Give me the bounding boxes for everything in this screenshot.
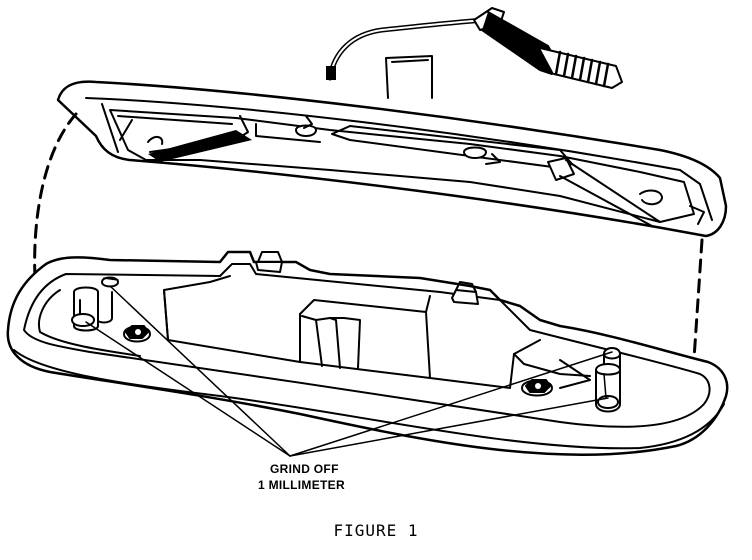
mounting-bracket [385, 55, 433, 99]
lid-housing [56, 80, 728, 238]
callout-leaders [85, 285, 613, 457]
post-right-front [595, 363, 621, 413]
wire-harness [326, 17, 489, 81]
figure-caption: FIGURE 1 [333, 521, 419, 540]
post-left-rear [95, 276, 119, 324]
screw-boss-left [123, 325, 151, 343]
callout-text-line-2: 1 MILLIMETER [258, 478, 345, 492]
callout-text-line-1: GRIND OFF [270, 462, 339, 476]
connector-plug [473, 7, 623, 89]
base-housing [6, 250, 729, 457]
swing-arc-left [33, 112, 78, 298]
screw-boss-right [521, 379, 553, 397]
